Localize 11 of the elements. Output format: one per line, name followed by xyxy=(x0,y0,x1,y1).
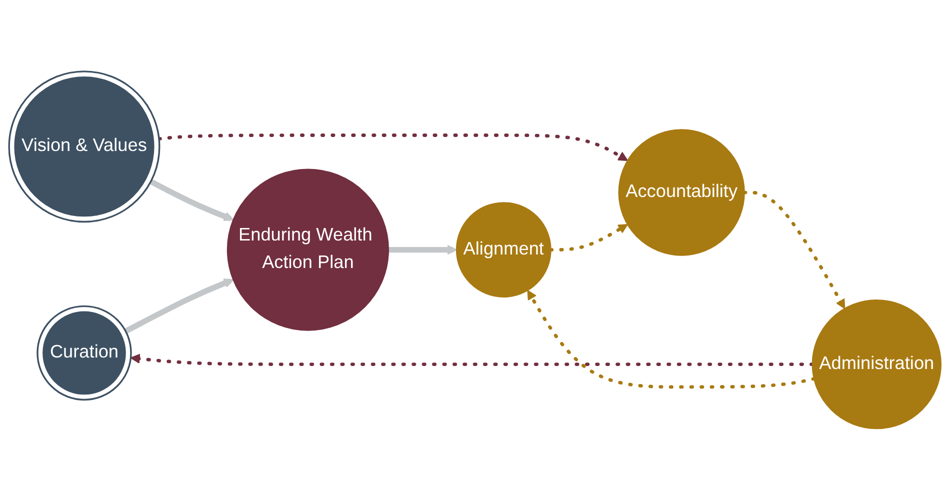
node-circle: Accountability xyxy=(618,129,745,256)
node-circle: Administration xyxy=(812,299,942,430)
arrow xyxy=(130,354,814,366)
node-circle: Curation xyxy=(36,305,132,401)
node-circle: Alignment xyxy=(456,202,552,298)
arrow xyxy=(122,278,234,334)
node-circle: Vision & Values xyxy=(8,70,160,223)
arrow xyxy=(527,290,816,389)
arrow xyxy=(549,224,628,252)
arrow xyxy=(742,190,846,309)
node-circle: Enduring Wealth Action Plan xyxy=(226,168,390,331)
